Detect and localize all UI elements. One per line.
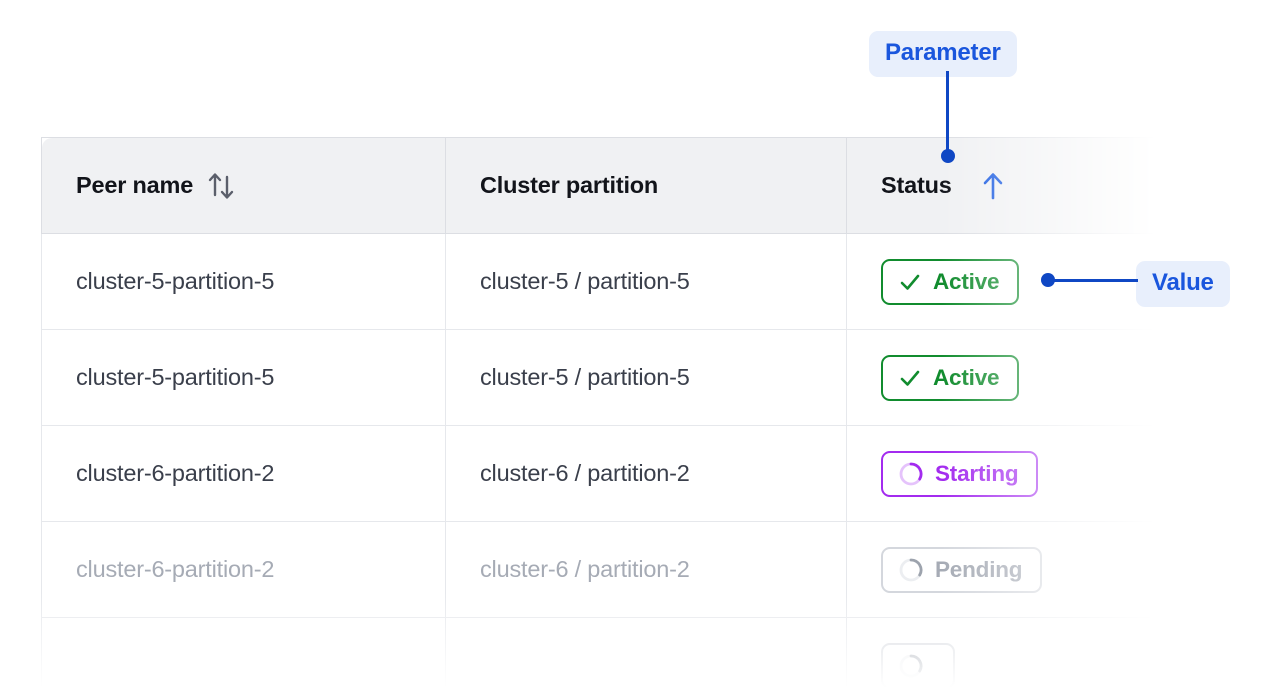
spinner-icon bbox=[898, 557, 924, 583]
peers-table-container: Peer name Cluster partition bbox=[41, 137, 1191, 688]
cell-cluster-partition bbox=[445, 617, 847, 688]
column-header-peer-name-label: Peer name bbox=[76, 172, 194, 198]
column-header-cluster-partition-label: Cluster partition bbox=[480, 172, 659, 198]
annotation-value-label: Value bbox=[1136, 261, 1230, 307]
check-icon bbox=[898, 366, 922, 390]
status-badge-active[interactable]: Active bbox=[881, 354, 1020, 401]
cell-status: Starting bbox=[846, 425, 1191, 522]
annotation-parameter-dot bbox=[941, 149, 955, 163]
spinner-icon bbox=[898, 461, 924, 487]
status-badge-label: Starting bbox=[935, 460, 1019, 486]
table-row[interactable]: cluster-6-partition-2 cluster-6 / partit… bbox=[41, 425, 1191, 522]
annotation-value-dot bbox=[1041, 273, 1055, 287]
status-badge-active[interactable]: Active bbox=[881, 258, 1020, 305]
column-header-status[interactable]: Status bbox=[846, 137, 1191, 234]
sort-both-arrows-icon[interactable] bbox=[207, 171, 235, 201]
cell-peer-name bbox=[41, 617, 446, 688]
cell-peer-name: cluster-6-partition-2 bbox=[41, 521, 446, 618]
arrow-up-icon[interactable] bbox=[980, 171, 1006, 201]
table-row[interactable]: cluster-5-partition-5 cluster-5 / partit… bbox=[41, 329, 1191, 426]
column-header-cluster-partition[interactable]: Cluster partition bbox=[445, 137, 847, 234]
annotation-value-connector bbox=[1048, 279, 1138, 282]
check-icon bbox=[898, 270, 922, 294]
table-header-row: Peer name Cluster partition bbox=[41, 137, 1191, 234]
table-header: Peer name Cluster partition bbox=[41, 137, 1191, 234]
spinner-icon bbox=[898, 653, 924, 679]
annotation-parameter-connector bbox=[946, 71, 949, 156]
cell-peer-name: cluster-6-partition-2 bbox=[41, 425, 446, 522]
cell-cluster-partition: cluster-6 / partition-2 bbox=[445, 521, 847, 618]
status-badge-pending[interactable] bbox=[881, 642, 955, 688]
status-badge-starting[interactable]: Starting bbox=[881, 450, 1039, 497]
table-row[interactable]: cluster-5-partition-5 cluster-5 / partit… bbox=[41, 233, 1191, 330]
cell-peer-name: cluster-5-partition-5 bbox=[41, 329, 446, 426]
column-header-peer-name[interactable]: Peer name bbox=[41, 137, 446, 234]
cell-status: Active bbox=[846, 329, 1191, 426]
cell-status bbox=[846, 617, 1191, 688]
cell-status: Pending bbox=[846, 521, 1191, 618]
status-badge-label: Active bbox=[933, 364, 1000, 390]
cell-cluster-partition: cluster-5 / partition-5 bbox=[445, 329, 847, 426]
cell-peer-name: cluster-5-partition-5 bbox=[41, 233, 446, 330]
table-row[interactable]: cluster-6-partition-2 cluster-6 / partit… bbox=[41, 521, 1191, 618]
table-row[interactable] bbox=[41, 617, 1191, 688]
column-header-status-label: Status bbox=[881, 172, 952, 198]
status-badge-label: Pending bbox=[935, 556, 1023, 582]
status-badge-label: Active bbox=[933, 268, 1000, 294]
cell-cluster-partition: cluster-6 / partition-2 bbox=[445, 425, 847, 522]
annotation-parameter-label: Parameter bbox=[869, 31, 1017, 77]
peers-table: Peer name Cluster partition bbox=[41, 137, 1191, 688]
status-badge-pending[interactable]: Pending bbox=[881, 546, 1043, 593]
table-body: cluster-5-partition-5 cluster-5 / partit… bbox=[41, 233, 1191, 688]
cell-cluster-partition: cluster-5 / partition-5 bbox=[445, 233, 847, 330]
